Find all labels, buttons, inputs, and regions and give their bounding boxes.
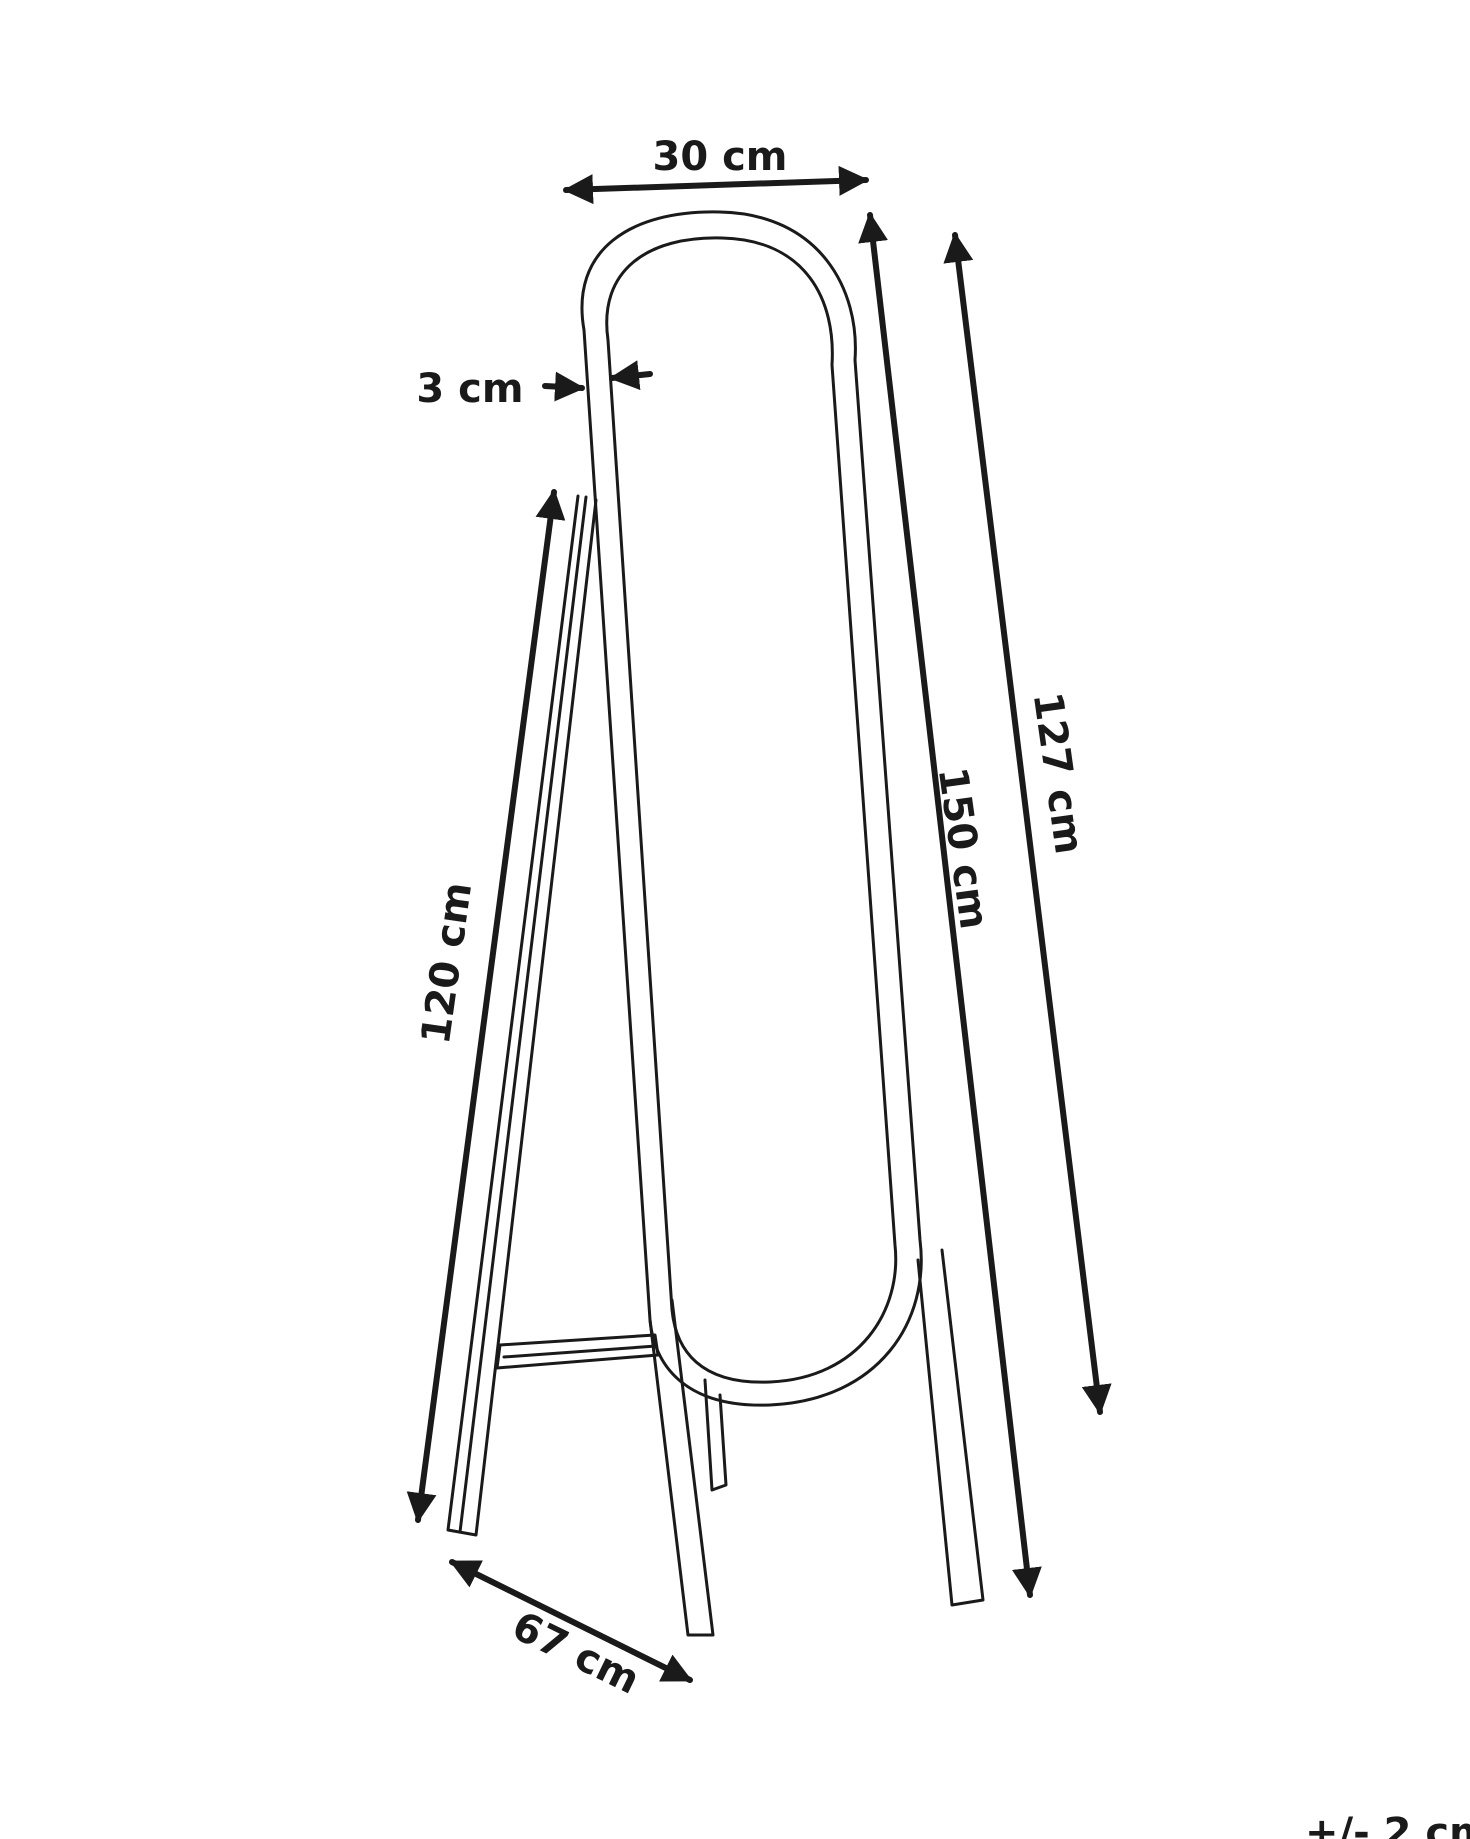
cross-bar-edge: [502, 1344, 658, 1359]
front-legs: [648, 1248, 985, 1637]
frame-inner-outline: [605, 236, 898, 1384]
dim-depth-label: 67 cm: [505, 1603, 646, 1704]
dim-leg-length-arrow: [406, 489, 566, 1523]
lower-strut: [703, 1378, 728, 1492]
dim-thickness: 3 cm: [416, 360, 653, 412]
dim-width-arrow: [563, 165, 869, 205]
back-leg: [446, 494, 598, 1537]
dim-thickness-arrow-left: [542, 371, 585, 402]
frame-outer-outline: [580, 210, 923, 1407]
front-right-leg: [916, 1248, 985, 1607]
dim-mirror-height-arrow: [943, 232, 1112, 1415]
dim-total-height-label: 150 cm: [929, 764, 997, 932]
front-left-leg: [648, 1298, 715, 1637]
dim-depth-arrow: [449, 1559, 693, 1683]
dim-width-top: 30 cm: [563, 134, 869, 205]
mirror-frame: [580, 210, 923, 1407]
dim-mirror-height-label: 127 cm: [1024, 689, 1092, 857]
dim-depth: 67 cm: [449, 1559, 693, 1704]
dim-width-label: 30 cm: [653, 134, 788, 180]
tolerance-note: +/- 2 cm: [1305, 1810, 1470, 1839]
dim-leg-length-label: 120 cm: [413, 879, 481, 1047]
dim-thickness-arrow-right: [609, 360, 653, 391]
dim-thickness-label: 3 cm: [416, 366, 523, 412]
cross-bar: [495, 1333, 660, 1370]
back-leg-edge: [458, 495, 588, 1534]
